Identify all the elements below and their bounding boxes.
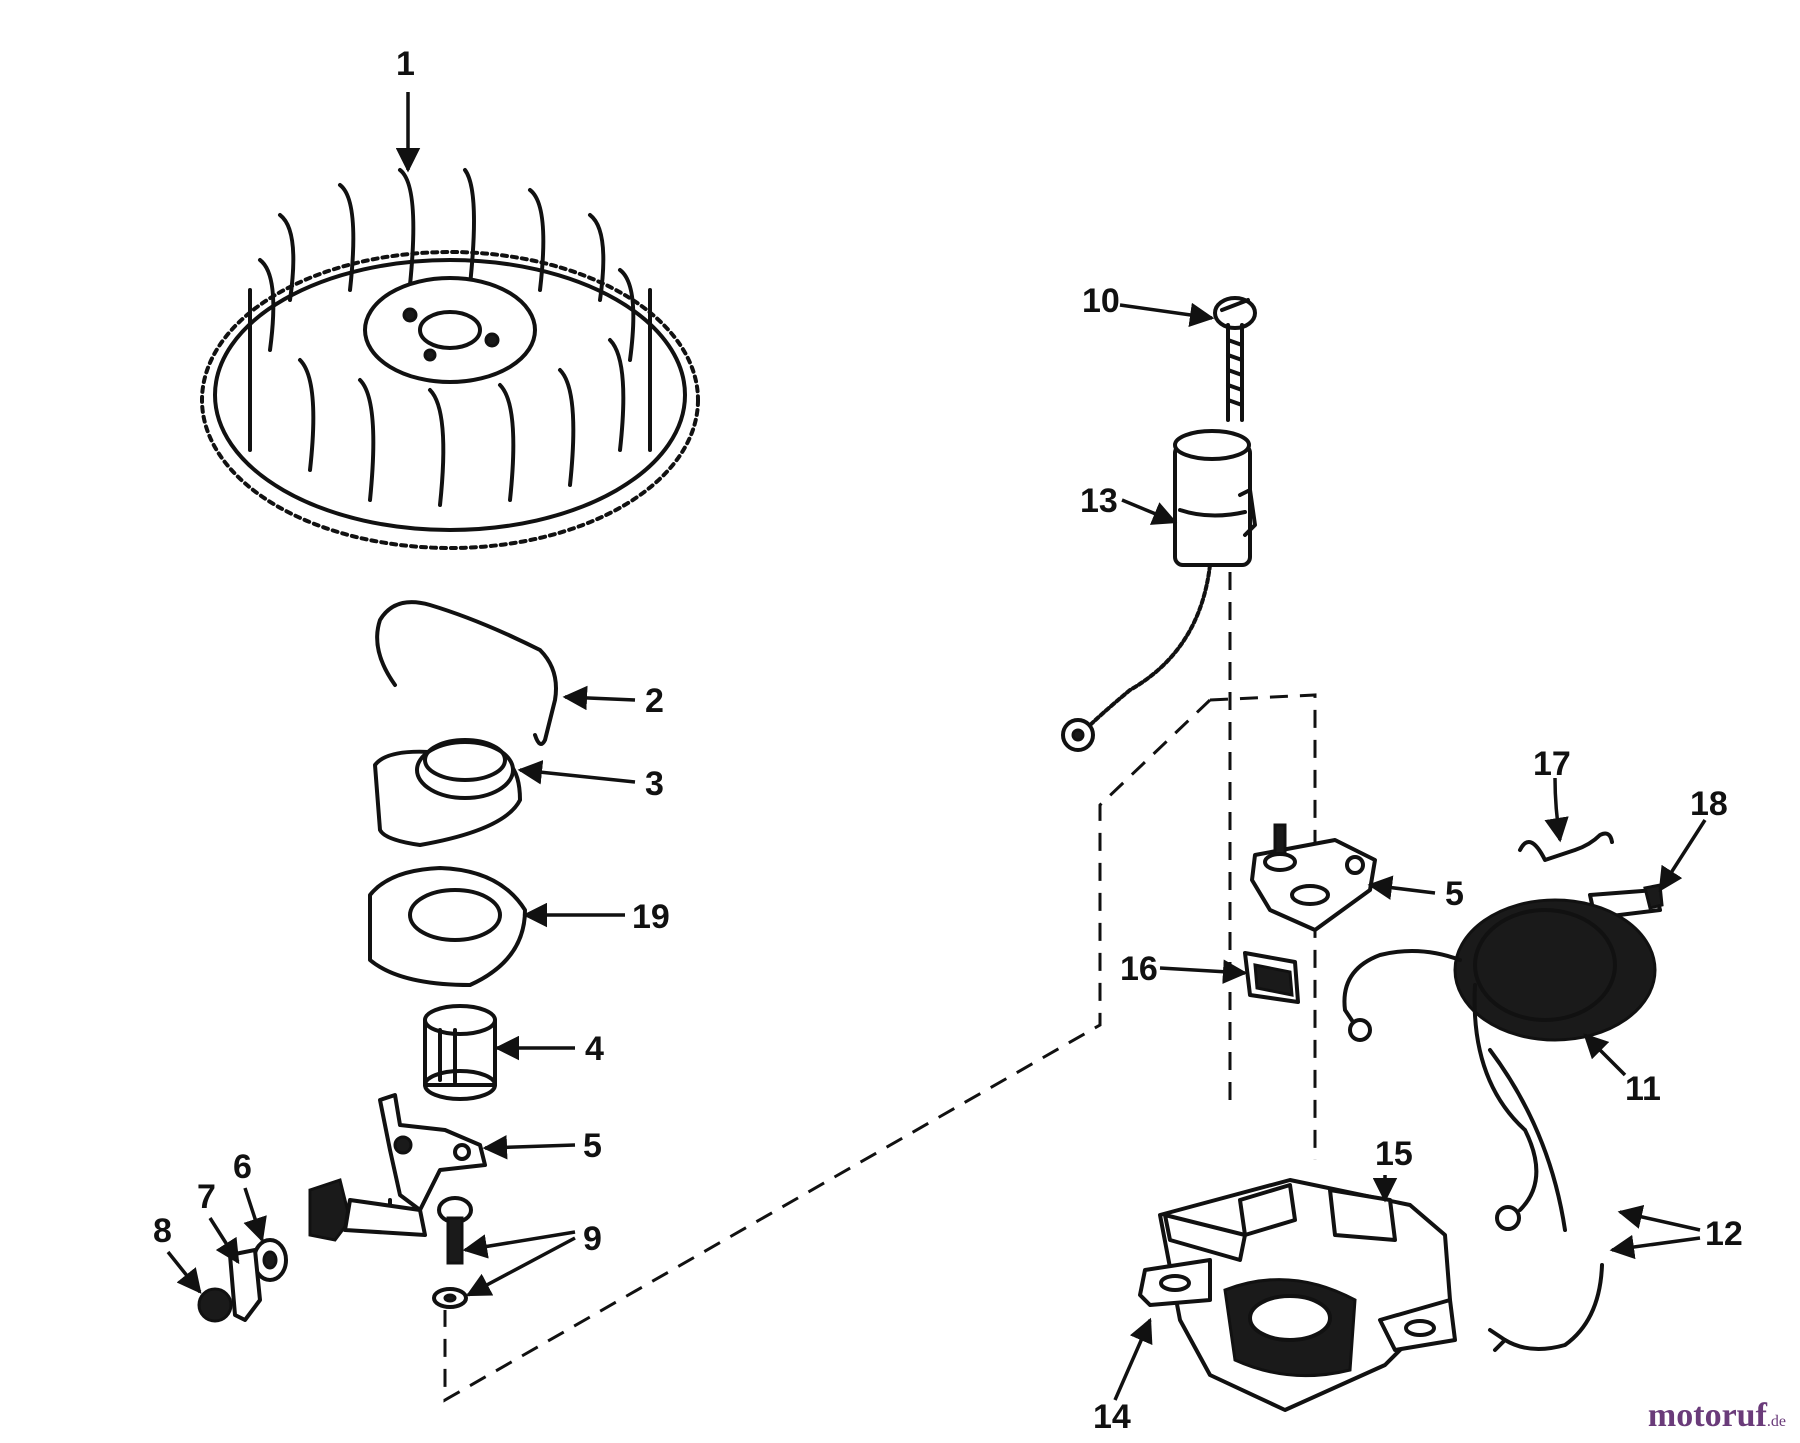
callout-19: 19	[632, 898, 670, 936]
callout-8: 8	[153, 1212, 172, 1250]
felt-pad-part-16	[1243, 951, 1300, 1004]
spring-clip-part-2	[375, 600, 558, 746]
condenser-part-13	[1061, 429, 1257, 752]
callout-13: 13	[1080, 482, 1118, 520]
ignition-coil-part-11	[1342, 898, 1657, 1231]
callout-15: 15	[1375, 1135, 1413, 1173]
callout-9: 9	[583, 1220, 602, 1258]
cam-washer-part-3	[373, 738, 522, 847]
breaker-plate-part-5	[1250, 823, 1377, 932]
callout-5-left: 5	[583, 1127, 602, 1165]
callout-4: 4	[585, 1030, 604, 1068]
assembly-dashed-lines	[443, 572, 1317, 1403]
callout-17: 17	[1533, 745, 1571, 783]
callout-7: 7	[197, 1178, 216, 1216]
lead-wire-part-12	[1488, 1048, 1604, 1352]
bushing-part-4	[423, 1004, 497, 1101]
callout-3: 3	[645, 765, 664, 803]
screw-washer-part-9	[432, 1196, 473, 1309]
callout-16: 16	[1120, 950, 1158, 988]
wire-spring-part-17	[1518, 831, 1614, 862]
watermark-main: motoruf	[1647, 1397, 1767, 1434]
callout-18: 18	[1690, 785, 1728, 823]
watermark-tld: .de	[1766, 1413, 1786, 1430]
callout-leaders	[166, 92, 1707, 1401]
callout-12: 12	[1705, 1215, 1743, 1253]
callout-1: 1	[396, 45, 415, 83]
callout-2: 2	[645, 682, 664, 720]
callout-labels: 1 2 3 19 4 5 6 7 8 9 10 13 17 18 5 16 11…	[153, 45, 1743, 1436]
callout-6: 6	[233, 1148, 252, 1186]
callout-14: 14	[1093, 1398, 1131, 1436]
watermark-logo: motoruf.de	[1648, 1397, 1786, 1435]
callout-11: 11	[1625, 1070, 1661, 1108]
callout-10: 10	[1082, 282, 1120, 320]
callout-5-right: 5	[1445, 875, 1464, 913]
flywheel-part-1	[200, 168, 700, 550]
contact-point-assembly	[197, 1178, 427, 1323]
washer-plate-part-19	[368, 866, 527, 987]
screw-part-10	[1213, 296, 1257, 422]
coil-bracket-part-14-15	[1138, 1178, 1457, 1412]
